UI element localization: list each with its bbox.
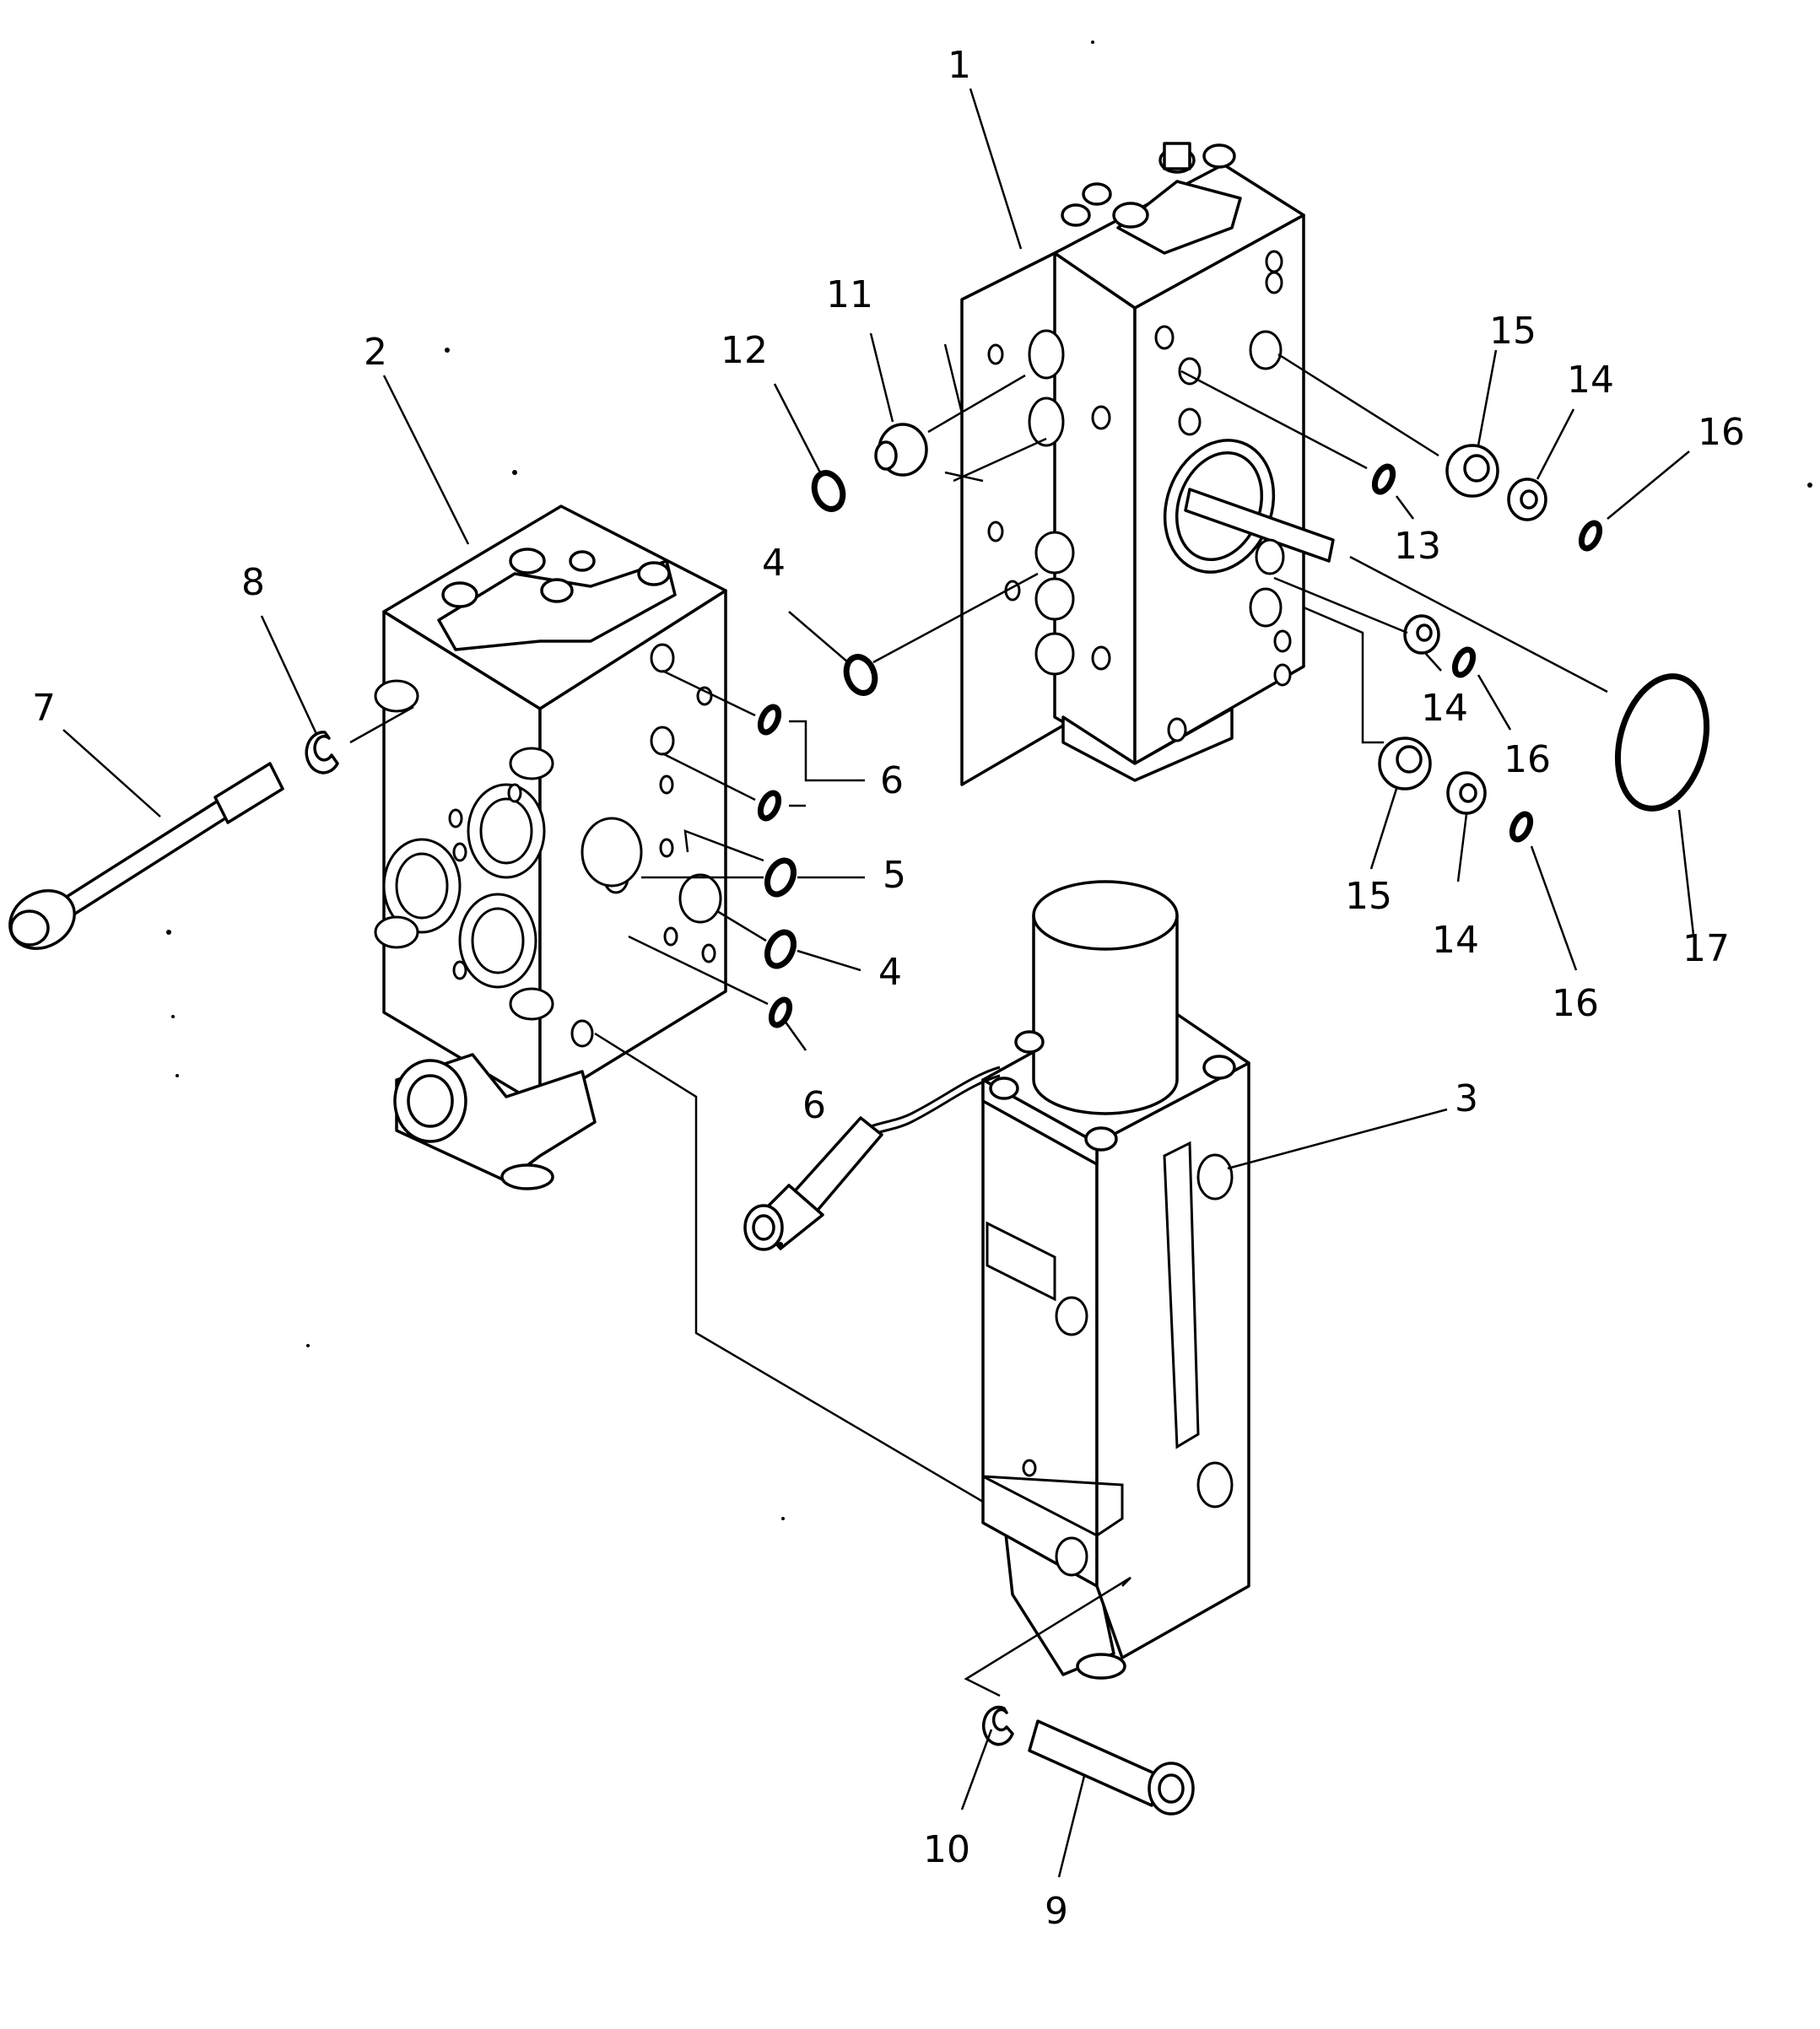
- scan-specks: [166, 40, 1812, 1520]
- solenoid-valve-3: [981, 880, 1250, 1680]
- callout-16c: 16: [1552, 982, 1599, 1025]
- callout-leaders: [62, 88, 1695, 1878]
- callout-15b: 15: [1345, 875, 1392, 918]
- callout-12: 12: [721, 329, 768, 372]
- assembly-lines: [349, 343, 1608, 1697]
- callout-16a: 16: [1698, 411, 1745, 454]
- callout-6b: 6: [802, 1084, 826, 1127]
- plug-11: [874, 423, 928, 477]
- callout-14b: 14: [1421, 687, 1468, 730]
- callout-4a: 4: [762, 542, 786, 585]
- o-rings: [757, 463, 1710, 1028]
- callout-13: 13: [1394, 525, 1441, 568]
- valve-block-1: [960, 142, 1335, 786]
- callout-1: 1: [948, 44, 971, 87]
- callout-5: 5: [883, 854, 906, 897]
- callout-15a: 15: [1489, 310, 1536, 353]
- callout-17: 17: [1682, 927, 1730, 970]
- callout-9: 9: [1045, 1890, 1068, 1933]
- bolt-9: [1028, 1719, 1195, 1816]
- callout-4b: 4: [878, 951, 902, 994]
- washer-10: [981, 1705, 1014, 1746]
- callout-2: 2: [364, 331, 387, 374]
- plug-14: [1403, 478, 1547, 815]
- connector-cable: [743, 1066, 1001, 1251]
- callout-3: 3: [1455, 1077, 1478, 1120]
- bolt-7: [8, 762, 284, 950]
- plug-15: [1378, 444, 1499, 791]
- callout-11: 11: [826, 273, 873, 316]
- callout-labels: 1 2 3 4 4 5 6 6 7 8 9 10 11 12 13 14 14 …: [32, 44, 1745, 1933]
- callout-14c: 14: [1432, 919, 1479, 962]
- callout-6a: 6: [880, 759, 904, 802]
- callout-14a: 14: [1567, 359, 1614, 402]
- valve-block-2: [374, 505, 727, 1190]
- callout-16b: 16: [1504, 738, 1551, 781]
- washer-8: [305, 731, 339, 774]
- callout-8: 8: [241, 561, 265, 604]
- callout-7: 7: [32, 687, 56, 730]
- callout-10: 10: [923, 1828, 970, 1871]
